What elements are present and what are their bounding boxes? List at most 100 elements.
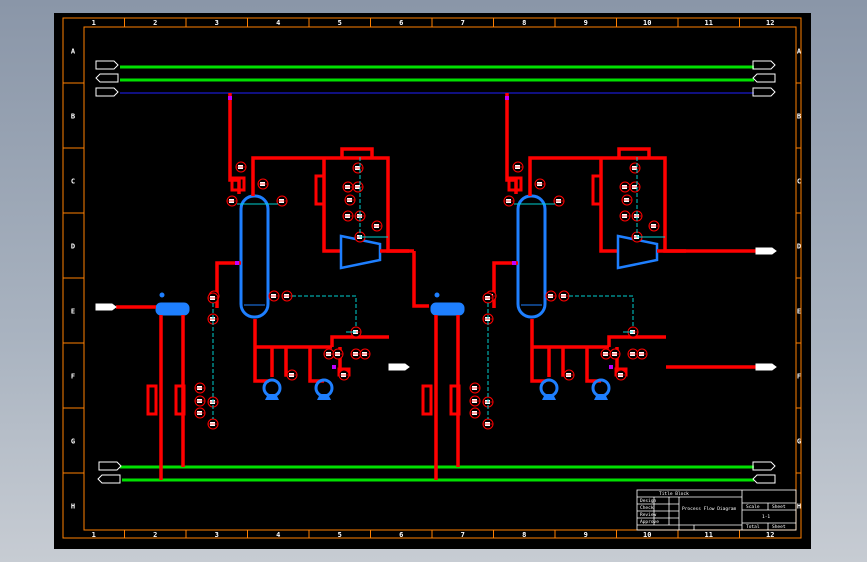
pump-icon[interactable] bbox=[262, 378, 282, 400]
control-valve[interactable] bbox=[332, 365, 336, 369]
instrument-bubble[interactable] bbox=[553, 195, 565, 207]
title-block-footer-left: Total bbox=[746, 524, 760, 530]
title-block-drawing-title: Process Flow Diagram bbox=[682, 506, 736, 512]
instrument-bubble[interactable] bbox=[338, 369, 350, 381]
control-valve-station bbox=[146, 384, 158, 416]
signal-line bbox=[569, 295, 634, 332]
instrument-bubble[interactable] bbox=[469, 407, 481, 419]
instrument-bubble[interactable] bbox=[342, 210, 354, 222]
instrument-bubble[interactable] bbox=[648, 220, 660, 232]
row-zone-label: G bbox=[797, 438, 801, 446]
heat-exchanger[interactable] bbox=[155, 302, 190, 316]
feed-valve[interactable] bbox=[235, 261, 239, 265]
instrument-bubble[interactable] bbox=[469, 382, 481, 394]
control-valve-station bbox=[314, 174, 326, 206]
control-valve-station bbox=[174, 384, 186, 416]
heat-exchanger[interactable] bbox=[430, 302, 465, 316]
pump-icon[interactable] bbox=[314, 378, 334, 400]
offpage-tag-left-3[interactable] bbox=[95, 87, 119, 97]
process-pipe bbox=[492, 261, 518, 308]
instrument-bubble[interactable] bbox=[332, 348, 344, 360]
instrument-bubble[interactable] bbox=[629, 162, 641, 174]
feed-valve[interactable] bbox=[512, 261, 516, 265]
instrument-bubble[interactable] bbox=[352, 162, 364, 174]
instrument-bubble[interactable] bbox=[619, 181, 631, 193]
pump-base bbox=[317, 394, 331, 400]
column-zone-label: 6 bbox=[399, 531, 403, 539]
instrument-bubble[interactable] bbox=[621, 194, 633, 206]
instrument-bubble[interactable] bbox=[482, 418, 494, 430]
offpage-tag-left-5[interactable] bbox=[97, 474, 121, 484]
column-zone-label: 2 bbox=[153, 19, 157, 27]
offpage-tag-right-1[interactable] bbox=[752, 60, 776, 70]
instrument-bubble[interactable] bbox=[503, 195, 515, 207]
instrument-bubble[interactable] bbox=[194, 407, 206, 419]
compressor[interactable] bbox=[616, 234, 659, 270]
instrument-bubble[interactable] bbox=[352, 181, 364, 193]
compressor[interactable] bbox=[339, 234, 382, 270]
instrument-bubble[interactable] bbox=[342, 181, 354, 193]
vapor-outlet-tag-2[interactable] bbox=[755, 247, 777, 255]
instrument-bubble[interactable] bbox=[627, 348, 639, 360]
instrument-bubble[interactable] bbox=[359, 348, 371, 360]
instrument-bubble[interactable] bbox=[512, 161, 524, 173]
instrument-bubble[interactable] bbox=[534, 178, 546, 190]
distillation-column[interactable] bbox=[516, 194, 547, 319]
offpage-tag-right-5[interactable] bbox=[752, 474, 776, 484]
pump-icon[interactable] bbox=[539, 378, 559, 400]
process-pipe bbox=[530, 319, 546, 383]
instrument-bubble[interactable] bbox=[194, 395, 206, 407]
instrument-bubble[interactable] bbox=[257, 178, 269, 190]
offpage-tag-left-2[interactable] bbox=[95, 73, 119, 83]
instrument-bubble[interactable] bbox=[276, 195, 288, 207]
vent-valve[interactable] bbox=[505, 96, 509, 100]
instrument-bubble[interactable] bbox=[371, 220, 383, 232]
vent-valve[interactable] bbox=[228, 96, 232, 100]
instrument-bubble[interactable] bbox=[609, 348, 621, 360]
instrument-bubble[interactable] bbox=[563, 369, 575, 381]
instrument-bubble[interactable] bbox=[482, 292, 494, 304]
instrument-bubble[interactable] bbox=[194, 382, 206, 394]
pump-casing bbox=[262, 378, 282, 398]
instrument-bubble[interactable] bbox=[226, 195, 238, 207]
product-outlet-tag-1[interactable] bbox=[388, 363, 410, 371]
process-unit-1 bbox=[116, 93, 429, 480]
instrument-bubble[interactable] bbox=[207, 418, 219, 430]
control-valve[interactable] bbox=[609, 365, 613, 369]
instrument-bubble[interactable] bbox=[235, 161, 247, 173]
process-pipe bbox=[505, 93, 518, 194]
instrument-bubble[interactable] bbox=[629, 181, 641, 193]
product-outlet-tag-2[interactable] bbox=[755, 363, 777, 371]
instrument-bubble[interactable] bbox=[350, 348, 362, 360]
heat-exchanger-vent bbox=[159, 292, 165, 298]
offpage-tag-right-3[interactable] bbox=[752, 87, 776, 97]
instrument-bubble[interactable] bbox=[344, 194, 356, 206]
row-zone-label: F bbox=[797, 373, 801, 381]
instrument-bubble[interactable] bbox=[286, 369, 298, 381]
process-pipe bbox=[228, 93, 241, 194]
instrument-bubble[interactable] bbox=[268, 290, 280, 302]
feed-inlet-tag[interactable] bbox=[95, 303, 117, 311]
distillation-column[interactable] bbox=[239, 194, 270, 319]
instrument-bubble[interactable] bbox=[207, 292, 219, 304]
instrument-bubble[interactable] bbox=[615, 369, 627, 381]
offpage-tag-right-4[interactable] bbox=[752, 461, 776, 471]
row-zone-label: A bbox=[71, 48, 76, 56]
outer-frame bbox=[62, 17, 802, 539]
column-zone-label: 12 bbox=[766, 19, 774, 27]
process-pipe bbox=[215, 261, 241, 308]
column-zone-label: 9 bbox=[584, 531, 588, 539]
offpage-tag-left-1[interactable] bbox=[95, 60, 119, 70]
offpage-tag-right-2[interactable] bbox=[752, 73, 776, 83]
instrument-bubble[interactable] bbox=[469, 395, 481, 407]
row-zone-label: A bbox=[797, 48, 802, 56]
instrument-bubble[interactable] bbox=[281, 290, 293, 302]
pump-icon[interactable] bbox=[591, 378, 611, 400]
offpage-tag-left-4[interactable] bbox=[98, 461, 122, 471]
instrument-bubble[interactable] bbox=[545, 290, 557, 302]
instrument-bubble[interactable] bbox=[558, 290, 570, 302]
process-unit-2 bbox=[421, 93, 756, 480]
instrument-bubble[interactable] bbox=[636, 348, 648, 360]
instrument-bubble[interactable] bbox=[619, 210, 631, 222]
